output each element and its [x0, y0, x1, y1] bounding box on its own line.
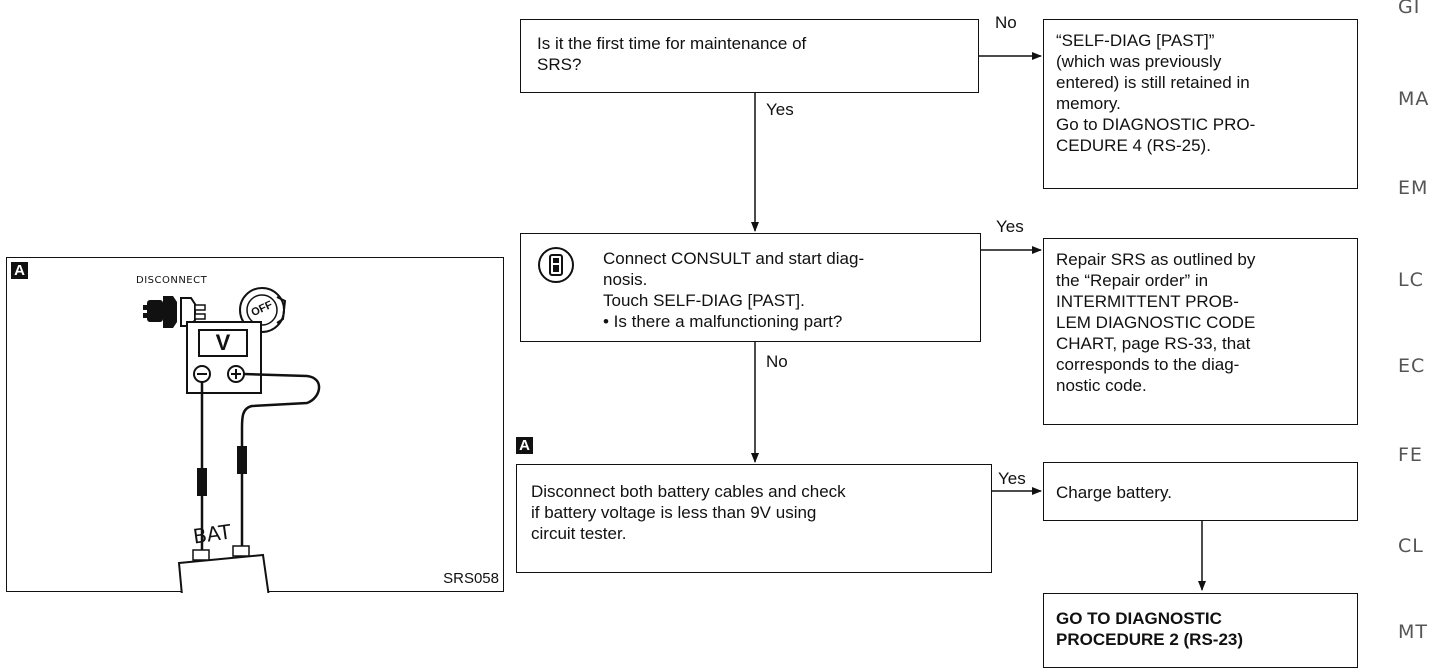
side-tab-mt: MT — [1398, 621, 1428, 643]
step-check-battery-voltage-text: Disconnect both battery cables and check… — [531, 482, 846, 543]
disconnected-connector-icon — [143, 296, 206, 328]
side-tab-cl: CL — [1398, 535, 1424, 557]
result-go-procedure-2-text: GO TO DIAGNOSTIC PROCEDURE 2 (RS-23) — [1056, 609, 1244, 649]
step-connect-consult-text: Connect CONSULT and start diag- nosis. T… — [603, 249, 865, 331]
step-connect-consult: Connect CONSULT and start diag- nosis. T… — [520, 233, 981, 342]
result-repair-srs-text: Repair SRS as outlined by the “Repair or… — [1056, 250, 1256, 395]
label-yes-1: Yes — [766, 100, 794, 119]
result-self-diag-retained: “SELF-DIAG [PAST]” (which was previously… — [1043, 19, 1358, 189]
question-first-maintenance-text: Is it the first time for maintenance of … — [537, 34, 807, 74]
consult-tool-icon — [538, 247, 574, 283]
result-self-diag-retained-text: “SELF-DIAG [PAST]” (which was previously… — [1056, 31, 1256, 155]
side-tab-gi: GI — [1398, 0, 1421, 18]
step-check-battery-voltage: Disconnect both battery cables and check… — [516, 464, 992, 573]
figure-code: SRS058 — [443, 570, 499, 587]
side-tab-ma: MA — [1398, 88, 1430, 110]
step-a-badge: A — [516, 437, 533, 454]
side-tab-fe: FE — [1398, 444, 1423, 466]
tester-wiring — [177, 365, 321, 593]
label-yes-3: Yes — [998, 469, 1026, 488]
label-no-2: No — [766, 352, 788, 371]
result-repair-srs: Repair SRS as outlined by the “Repair or… — [1043, 238, 1358, 425]
label-no-1: No — [995, 13, 1017, 32]
result-charge-battery-text: Charge battery. — [1056, 483, 1172, 502]
battery-icon — [177, 545, 270, 593]
disconnect-label: DISCONNECT — [136, 275, 208, 286]
illustration-panel: A DISCONNECT OFF V — [6, 257, 504, 593]
question-first-maintenance: Is it the first time for maintenance of … — [520, 19, 979, 93]
meter-label: V — [215, 330, 231, 355]
label-yes-2: Yes — [996, 217, 1024, 236]
side-tab-em: EM — [1398, 177, 1429, 199]
side-tab-lc: LC — [1398, 269, 1424, 291]
side-tab-ec: EC — [1398, 355, 1426, 377]
result-charge-battery: Charge battery. — [1043, 462, 1358, 521]
illustration-badge: A — [11, 262, 28, 279]
result-go-procedure-2: GO TO DIAGNOSTIC PROCEDURE 2 (RS-23) — [1043, 593, 1358, 668]
